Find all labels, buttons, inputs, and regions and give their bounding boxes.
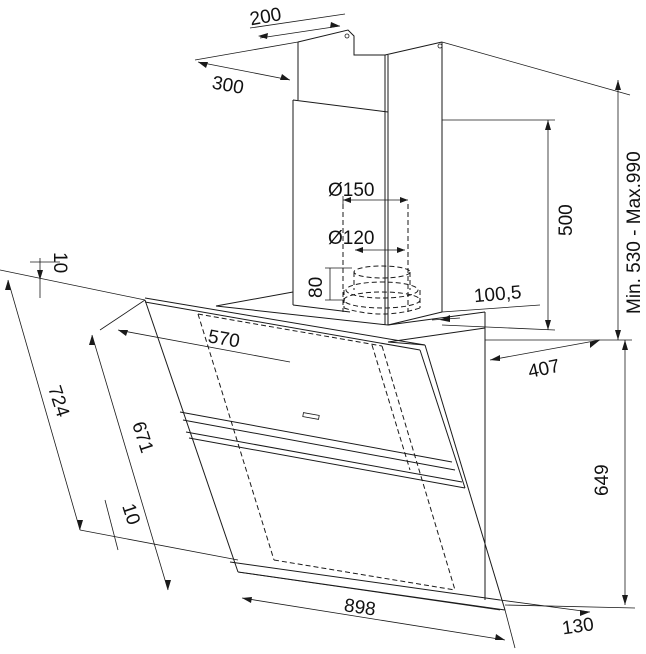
dim-min-max: Min. 530 - Max.990 [624,151,645,314]
dim-898: 898 [343,595,377,620]
dimension-lines [0,13,636,649]
dim-671: 671 [127,419,157,456]
dim-407: 407 [526,356,561,383]
dim-10-top: 10 [49,252,70,273]
glass-canopy [144,297,506,611]
dim-500: 500 [556,204,577,236]
dim-570: 570 [206,326,241,352]
duct-collar [342,204,421,315]
dim-724: 724 [43,383,73,420]
dim-300: 300 [210,73,245,99]
dim-200: 200 [248,4,283,30]
dim-649: 649 [592,464,613,496]
dim-130: 130 [561,614,595,639]
dim-100-5: 100,5 [473,282,522,307]
chimney [292,29,443,326]
hood-body [215,291,486,600]
dimension-labels: 200 300 Ø150 Ø120 80 100,5 500 Min. 530 … [43,4,645,639]
dim-10-bottom: 10 [117,501,144,528]
dim-diameter-150: Ø150 [328,180,374,201]
dim-diameter-120: Ø120 [328,228,374,249]
dim-80: 80 [306,277,327,298]
